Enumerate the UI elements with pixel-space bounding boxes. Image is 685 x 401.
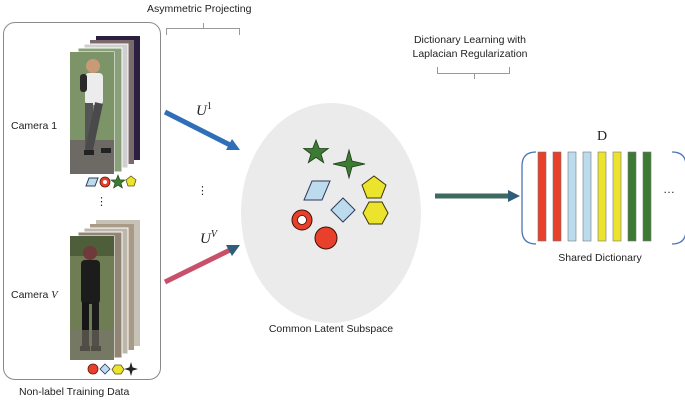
hexagon-icon	[111, 364, 125, 375]
arrow-u1	[163, 109, 234, 149]
dictionary-bracket-left	[521, 151, 537, 245]
u1-base: U	[196, 103, 207, 119]
subspace-symbols	[291, 138, 389, 250]
four-point-star-icon	[124, 362, 138, 376]
asymmetric-projecting-label: Asymmetric Projecting	[147, 3, 252, 15]
dictionary-learning-label: Dictionary Learning with Laplacian Regul…	[395, 34, 545, 60]
dictionary-atoms	[537, 151, 652, 242]
four-point-star-icon	[332, 148, 366, 180]
dictionary-learning-line2: Laplacian Regularization	[412, 48, 528, 60]
dictionary-learning-line1: Dictionary Learning with	[413, 34, 527, 46]
camera-v-index: V	[51, 290, 58, 301]
dictionary-learning-bracket	[437, 73, 510, 79]
ring-icon	[99, 176, 111, 188]
cameraV-symbols	[87, 362, 138, 376]
cameraV-person-image	[70, 236, 114, 360]
arrow-uv	[163, 246, 234, 285]
dictionary-atom-yellow	[597, 151, 607, 242]
vertical-dots-left: ⋮	[96, 196, 107, 208]
uv-label: UV	[200, 229, 217, 248]
pentagon-icon	[361, 175, 387, 199]
uv-base: U	[200, 231, 211, 247]
dictionary-atom-light-blue	[582, 151, 592, 242]
latent-subspace-ellipse	[241, 103, 421, 323]
star-icon	[302, 138, 330, 164]
dictionary-atom-red	[537, 151, 547, 242]
camera1-person-image	[70, 52, 114, 174]
camera-1-label: Camera 1	[11, 120, 57, 132]
diamond-icon	[330, 197, 356, 223]
parallelogram-icon	[303, 180, 331, 201]
dictionary-bracket-right	[671, 151, 685, 245]
cameraV-image-stack	[69, 220, 140, 361]
uv-sup: V	[210, 229, 217, 240]
dictionary-atom-green	[642, 151, 652, 242]
dictionary-atom-red	[552, 151, 562, 242]
pentagon-icon	[125, 175, 137, 187]
dictionary-atom-light-blue	[567, 151, 577, 242]
training-data-panel	[3, 22, 161, 380]
camera-v-prefix: Camera	[11, 289, 52, 301]
circle-icon	[87, 363, 99, 375]
ring-icon	[291, 209, 313, 231]
arrow-dictionary-head	[508, 190, 520, 202]
dictionary-atom-green	[627, 151, 637, 242]
shared-dictionary-caption: Shared Dictionary	[558, 252, 642, 264]
non-label-training-data-caption: Non-label Training Data	[19, 386, 130, 398]
u1-sup: 1	[206, 101, 212, 112]
dictionary-atom-yellow	[612, 151, 622, 242]
dictionary-ellipsis: …	[663, 182, 675, 196]
hexagon-icon	[362, 201, 389, 225]
star-icon	[110, 174, 126, 189]
arrow-uv-head	[226, 245, 240, 256]
diamond-icon	[99, 363, 111, 375]
u1-label: U1	[196, 101, 212, 120]
camera-1-prefix: Camera	[11, 120, 52, 132]
circle-icon	[314, 226, 338, 250]
asymmetric-projecting-bracket	[166, 23, 240, 35]
camera-1-index: 1	[51, 120, 58, 132]
parallelogram-icon	[85, 177, 99, 187]
camera1-symbols	[85, 174, 137, 189]
dictionary-symbol: D	[597, 129, 608, 144]
camera1-image-stack	[69, 36, 140, 175]
vertical-dots-mid: ⋮	[197, 185, 208, 197]
common-latent-subspace-caption: Common Latent Subspace	[268, 323, 394, 335]
arrow-u1-head	[226, 139, 240, 150]
camera-v-label: Camera V	[11, 289, 58, 301]
